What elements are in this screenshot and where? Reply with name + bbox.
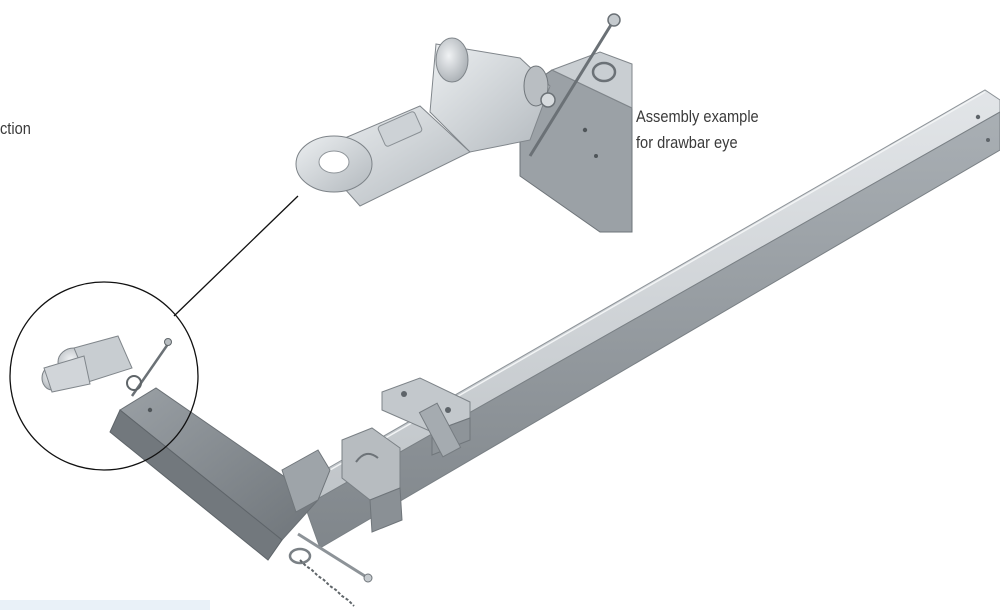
mounting-bracket-lower [341, 427, 403, 533]
assembly-caption-line-1: Assembly example [636, 107, 759, 126]
detail-callout-circle [9, 281, 199, 471]
drawbar-eye-inset [295, 13, 633, 233]
mounting-bracket-upper [381, 377, 471, 458]
coupling-head-small [41, 335, 172, 397]
coupling-arm [109, 387, 331, 561]
bottom-highlight-strip [0, 600, 210, 610]
linchpin-with-chain [288, 532, 373, 607]
section-label-fragment: ction [0, 119, 31, 138]
callout-connector-line [173, 195, 299, 317]
assembly-caption-line-2: for drawbar eye [636, 133, 738, 152]
assembly-example-caption: Assembly example for drawbar eye [636, 104, 759, 156]
